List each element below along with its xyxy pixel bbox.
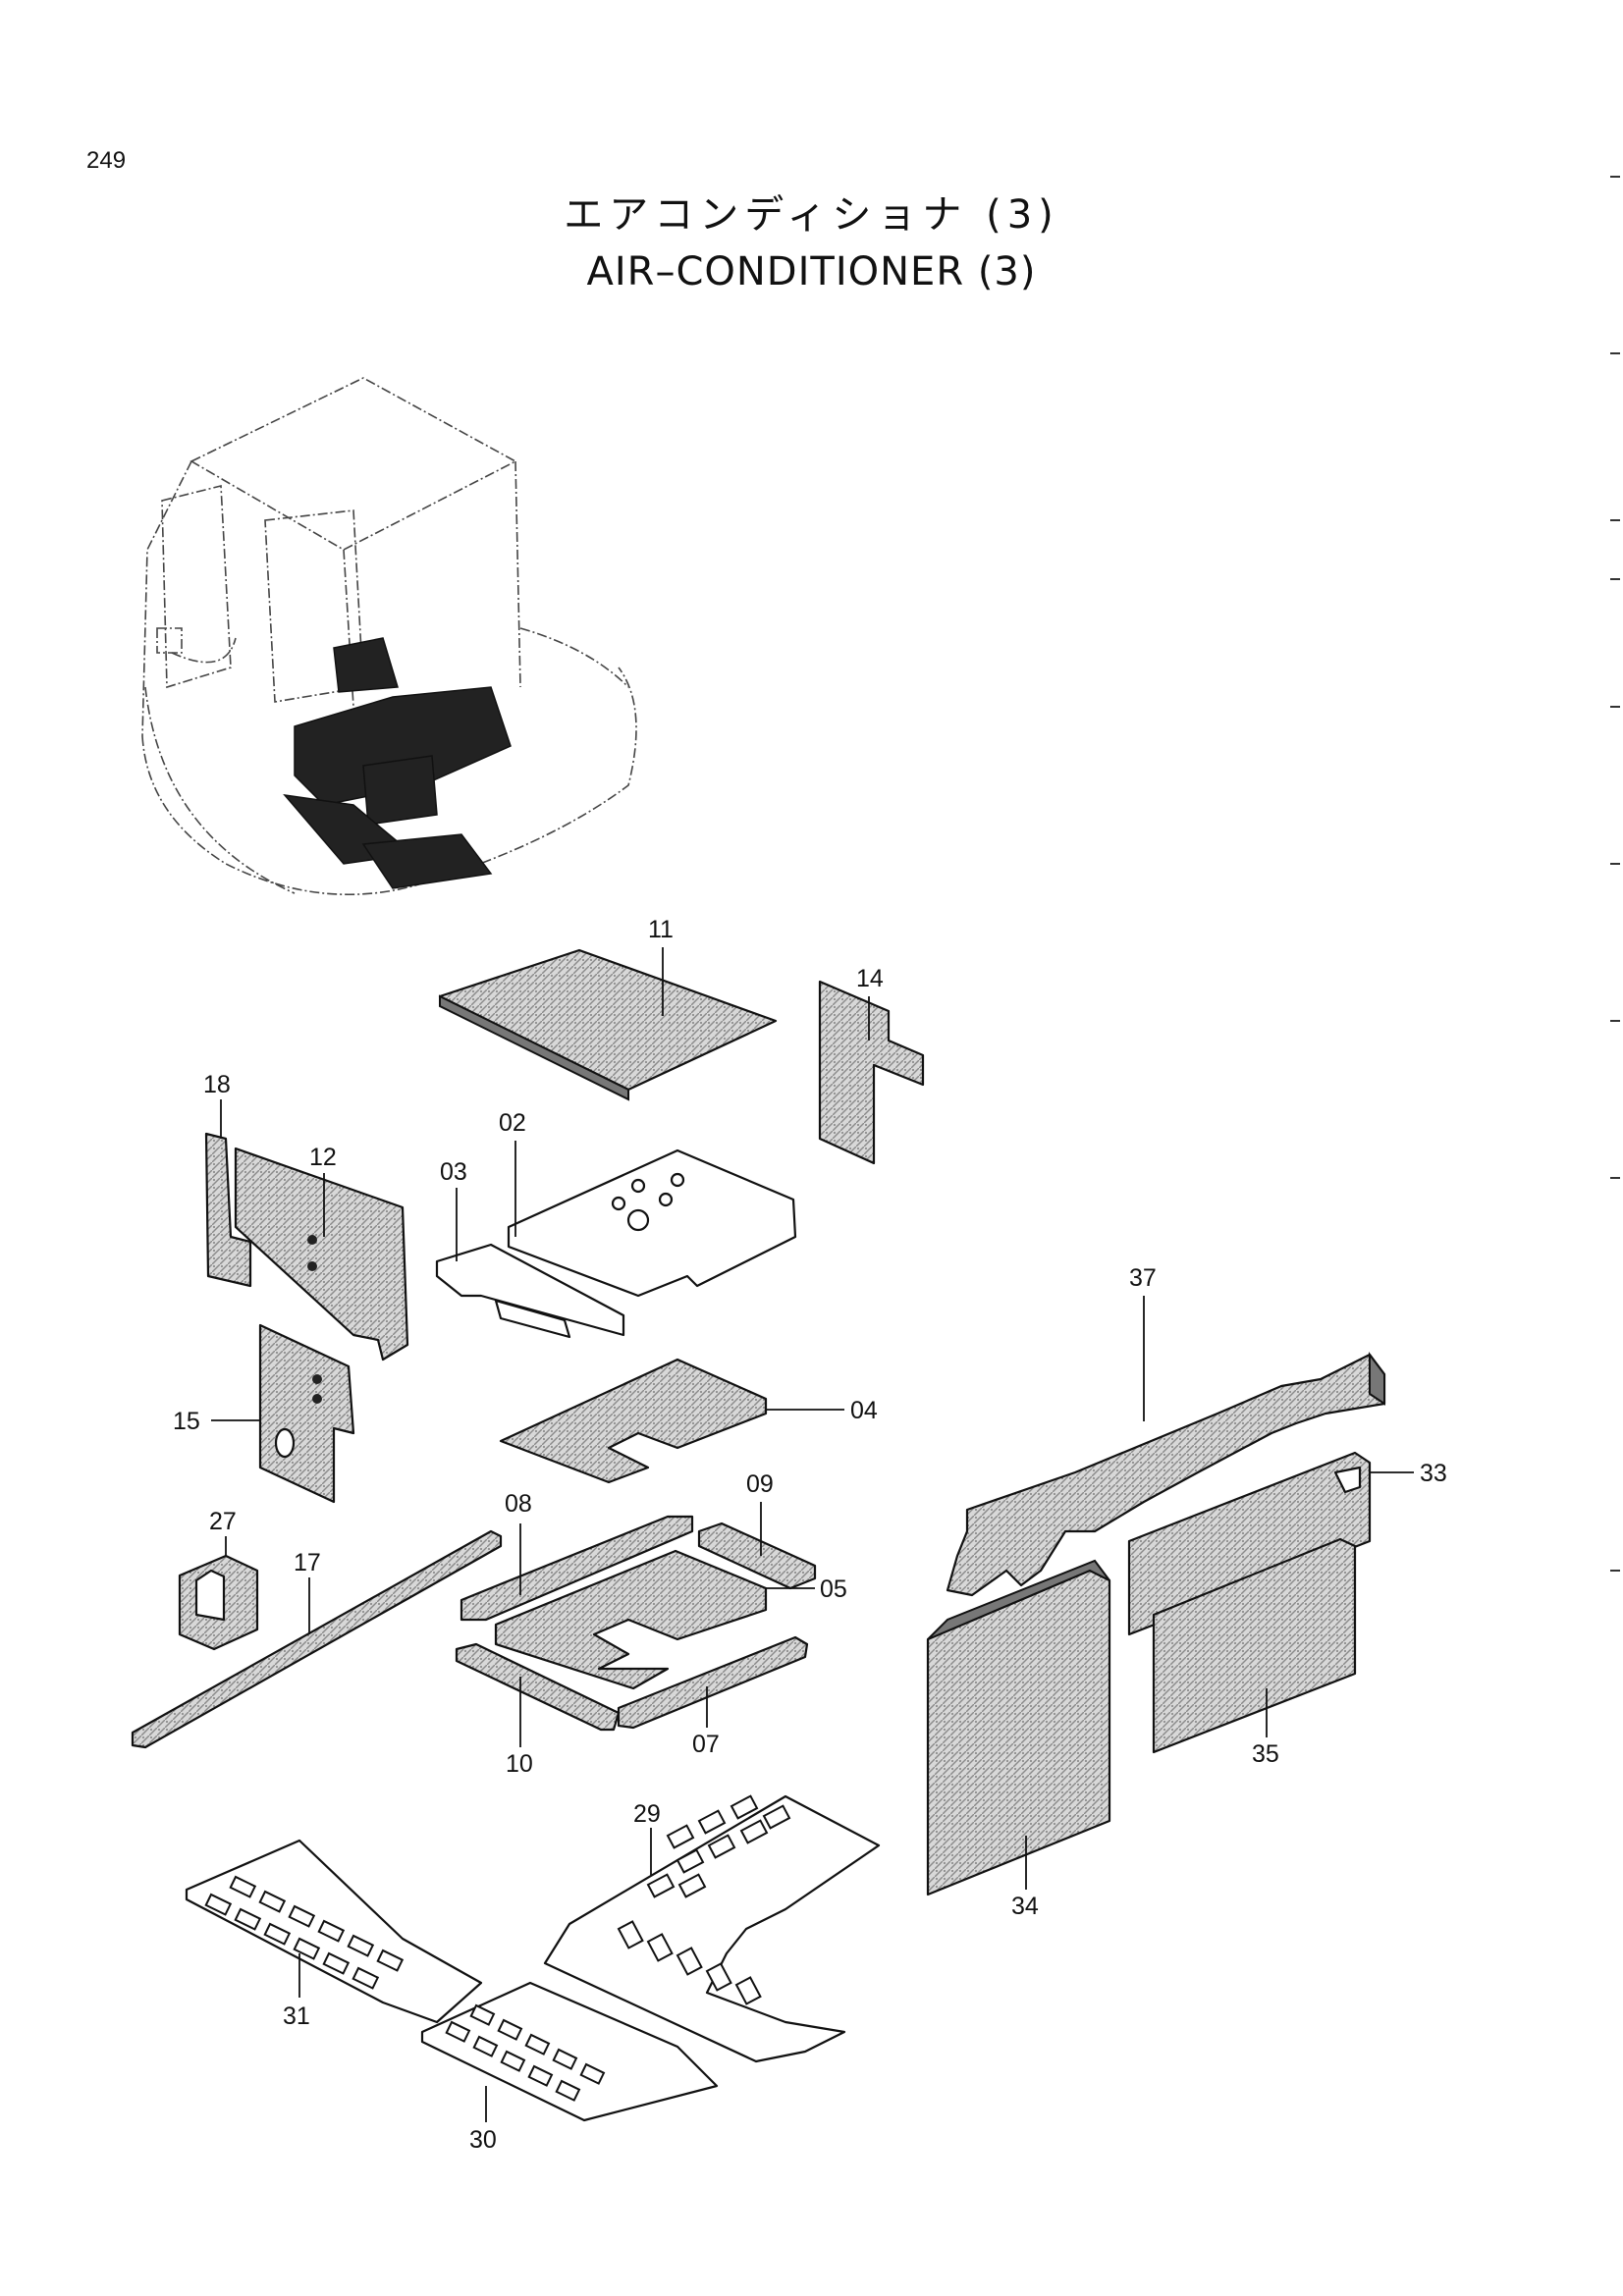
page-title: エアコンディショナ (3) AIR–CONDITIONER (3) [0, 187, 1623, 300]
part-29-grating: 29 [543, 1794, 881, 2063]
part-37-foam: 37 [946, 1264, 1386, 1597]
grating-31-vents [204, 1875, 405, 1990]
title-english: AIR–CONDITIONER (3) [586, 249, 1037, 294]
page-number: 249 [86, 147, 127, 174]
label-17: 17 [294, 1549, 321, 1576]
page-edge-marks [1610, 176, 1620, 1572]
label-07: 07 [692, 1731, 720, 1758]
part-05-mat: 05 [494, 1549, 847, 1690]
label-18: 18 [203, 1071, 231, 1098]
part-34-panel: 34 [926, 1559, 1111, 1920]
label-04: 04 [850, 1397, 878, 1424]
label-31: 31 [283, 2002, 310, 2030]
label-30: 30 [469, 2126, 497, 2154]
label-34: 34 [1011, 1893, 1039, 1920]
label-29: 29 [633, 1800, 661, 1828]
label-02: 02 [499, 1109, 526, 1137]
part-04-mat: 04 [499, 1358, 878, 1484]
label-08: 08 [505, 1490, 532, 1518]
part-35-panel: 35 [1152, 1537, 1357, 1768]
part-08-seal: 08 [460, 1490, 694, 1622]
part-30-grating: 30 [420, 1981, 719, 2154]
part-17-strip: 17 [131, 1529, 503, 1749]
label-35: 35 [1252, 1740, 1279, 1768]
label-12: 12 [309, 1144, 337, 1171]
part-11-floor-mat: 11 [438, 916, 778, 1101]
cab-overview-illustration [141, 377, 637, 895]
part-27-block: 27 [178, 1508, 259, 1651]
label-05: 05 [820, 1575, 847, 1603]
part-03-bar: 03 [435, 1158, 625, 1339]
part-31-grating: 31 [185, 1839, 483, 2030]
label-14: 14 [856, 965, 884, 992]
label-27: 27 [209, 1508, 237, 1535]
label-10: 10 [506, 1750, 533, 1778]
part-12-panel: 12 [234, 1144, 409, 1362]
label-37: 37 [1129, 1264, 1157, 1292]
part-33-foam-bar: 33 [1127, 1451, 1447, 1636]
grating-30-vents [445, 2003, 606, 2102]
part-14-panel: 14 [818, 965, 925, 1165]
part-02-plate: 02 [499, 1109, 797, 1298]
part-10-strip: 10 [455, 1642, 621, 1778]
part-15-panel: 15 [173, 1323, 355, 1504]
label-11: 11 [648, 916, 674, 943]
label-03: 03 [440, 1158, 467, 1186]
grating-29-vents [617, 1794, 791, 2005]
label-33: 33 [1420, 1460, 1447, 1487]
title-japanese: エアコンディショナ (3) [564, 192, 1059, 238]
part-07-strip: 07 [617, 1635, 809, 1758]
label-15: 15 [173, 1408, 200, 1435]
part-09-seal: 09 [697, 1470, 817, 1590]
label-09: 09 [746, 1470, 774, 1498]
